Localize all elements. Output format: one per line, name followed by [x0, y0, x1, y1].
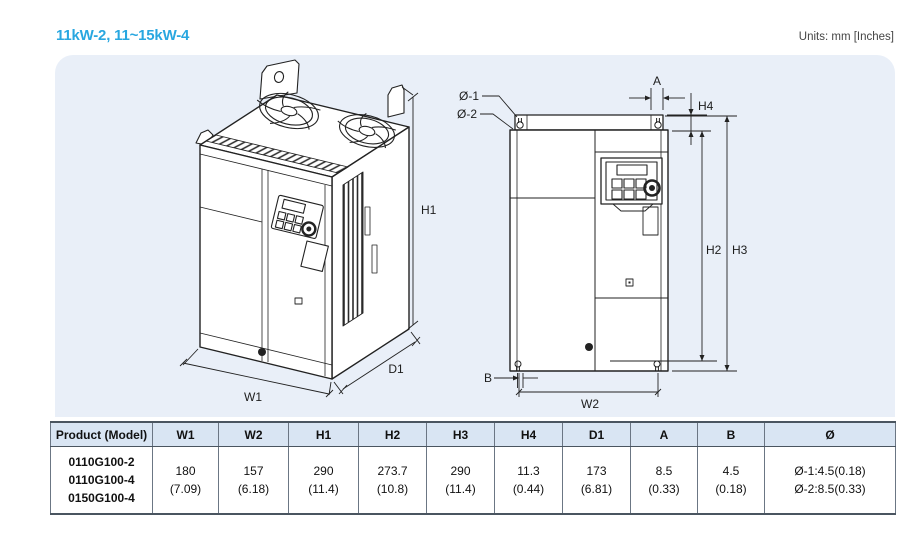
front-view: [480, 88, 737, 397]
mount-hole-right: [654, 118, 662, 129]
dim-label-h4: H4: [698, 99, 714, 113]
dim-label-b: B: [484, 371, 492, 385]
model-name: 0110G100-2: [68, 455, 135, 469]
model-cell: 0110G100-2 0110G100-4 0150G100-4: [50, 446, 153, 515]
dim-label-w1: W1: [244, 390, 262, 404]
screw-icon: [585, 343, 593, 351]
value-cell-h1: 290(11.4): [288, 446, 359, 515]
value-cell-w1: 180(7.09): [152, 446, 219, 515]
value-cell-h4: 11.3(0.44): [494, 446, 563, 515]
perspective-view: [179, 59, 421, 398]
top-vent-grille: [205, 134, 349, 174]
mounting-tab: [259, 59, 300, 100]
value-cell-a: 8.5(0.33): [630, 446, 698, 515]
value-cell-h2: 273.7(10.8): [358, 446, 427, 515]
value-cell-h3: 290(11.4): [426, 446, 495, 515]
dim-label-h3: H3: [732, 243, 748, 257]
table-header-row: Product (Model) W1 W2 H1 H2 H3 H4 D1 A B…: [50, 421, 896, 447]
col-header-b: B: [697, 421, 765, 447]
col-header-h1: H1: [288, 421, 359, 447]
units-note: Units: mm [Inches]: [798, 31, 894, 43]
value-cell-phi: Ø-1:4.5(0.18) Ø-2:8.5(0.33): [764, 446, 896, 515]
dim-label-a: A: [653, 74, 661, 88]
value-cell-d1: 173(6.81): [562, 446, 631, 515]
dimension-diagram-panel: W1 D1 H1 Ø-1 Ø-2 A H4 H2 H3 B W2: [55, 55, 895, 417]
col-header-product: Product (Model): [50, 421, 153, 447]
mount-hole-left: [516, 118, 524, 129]
col-header-d1: D1: [562, 421, 631, 447]
keypad-perspective: [270, 194, 324, 239]
fan-left-icon: [252, 85, 322, 134]
col-header-h2: H2: [358, 421, 427, 447]
dim-label-d1: D1: [388, 362, 404, 376]
keypad-front: [600, 157, 663, 205]
dimensions-table: Product (Model) W1 W2 H1 H2 H3 H4 D1 A B…: [50, 421, 896, 515]
screw-icon: [258, 348, 266, 356]
model-name: 0110G100-4: [68, 473, 135, 487]
dim-label-w2: W2: [581, 397, 599, 411]
col-header-w2: W2: [218, 421, 289, 447]
foot-hole-left: [514, 360, 522, 371]
col-header-h3: H3: [426, 421, 495, 447]
dim-lines-perspective: [179, 86, 421, 398]
col-header-a: A: [630, 421, 698, 447]
fan-right-icon: [333, 107, 398, 153]
side-vent-slats: [342, 171, 364, 327]
col-header-phi: Ø: [764, 421, 896, 447]
col-header-h4: H4: [494, 421, 563, 447]
dim-label-h2: H2: [706, 243, 722, 257]
value-cell-b: 4.5(0.18): [697, 446, 765, 515]
col-header-w1: W1: [152, 421, 219, 447]
dim-label-h1: H1: [421, 203, 437, 217]
dim-label-phi1: Ø-1: [459, 89, 479, 103]
dim-lines-front: [480, 88, 737, 397]
dimension-diagram: W1 D1 H1 Ø-1 Ø-2 A H4 H2 H3 B W2: [179, 59, 748, 411]
value-cell-w2: 157(6.18): [218, 446, 289, 515]
page-title: 11kW-2, 11~15kW-4: [56, 27, 190, 44]
model-name: 0150G100-4: [68, 491, 135, 505]
table-row: 0110G100-2 0110G100-4 0150G100-4 180(7.0…: [50, 446, 896, 515]
dim-label-phi2: Ø-2: [457, 107, 477, 121]
